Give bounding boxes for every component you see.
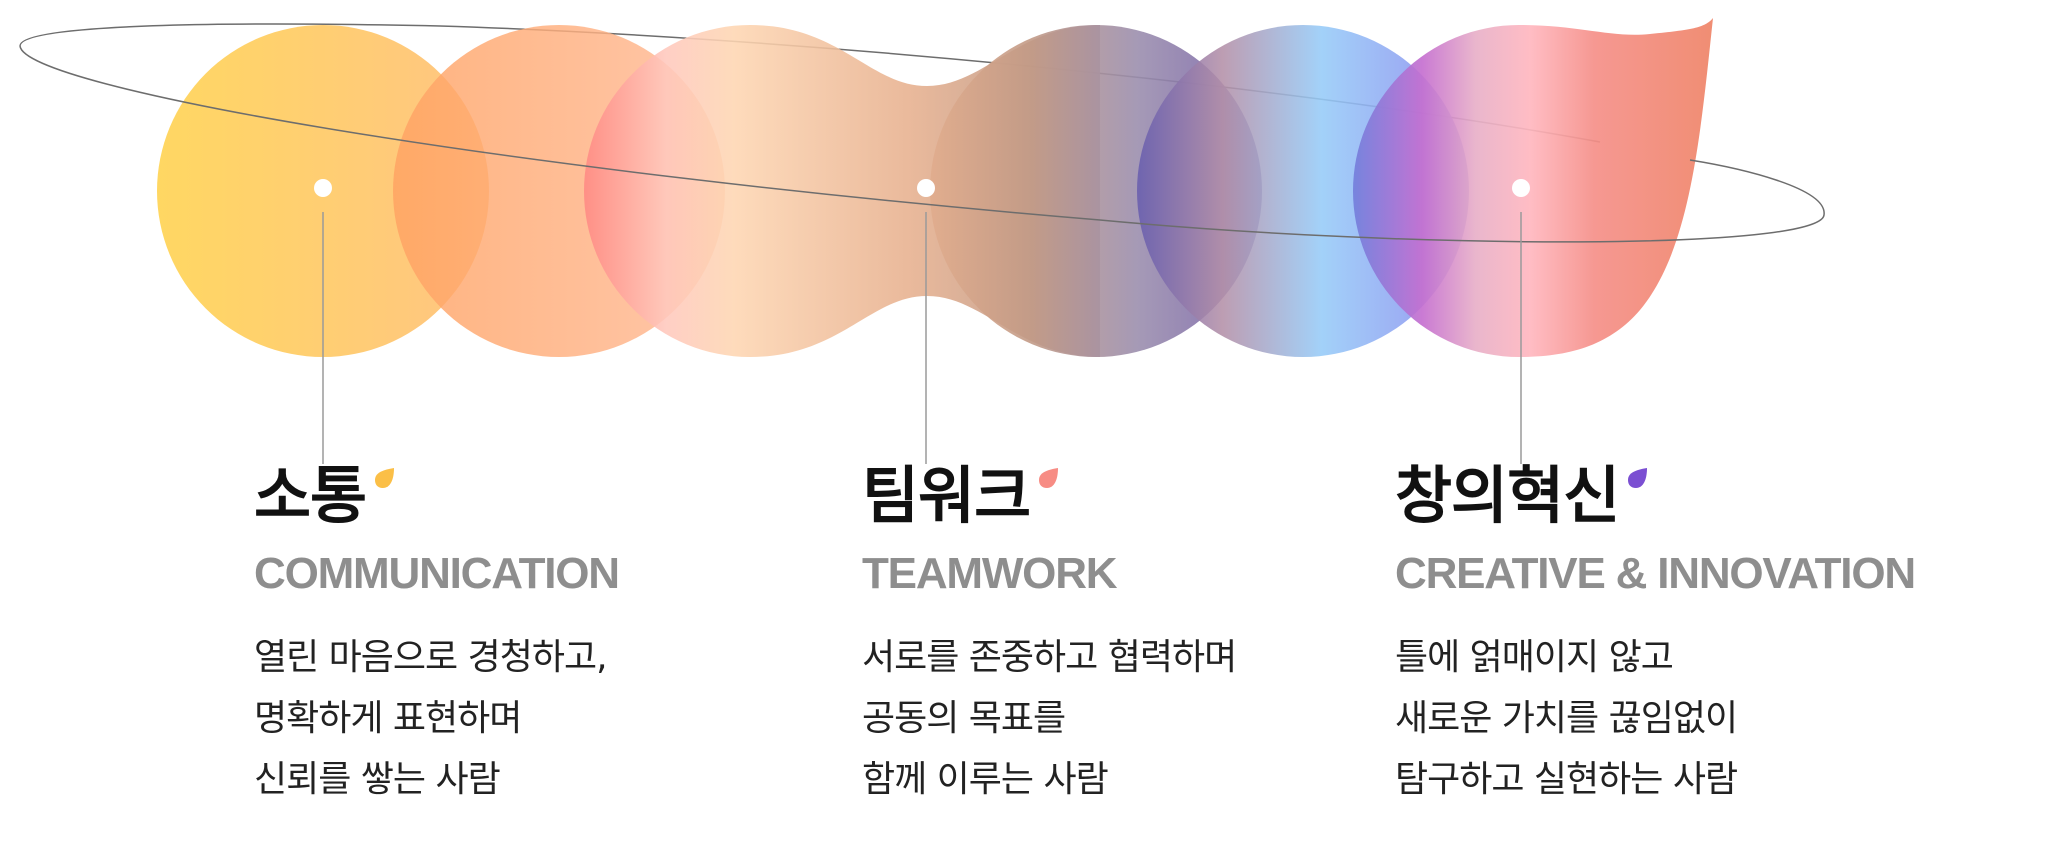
value-description: 서로를 존중하고 협력하며 공동의 목표를 함께 이루는 사람 <box>862 627 1237 810</box>
description-line: 틀에 얽매이지 않고 <box>1395 636 1674 678</box>
value-title: 팀워크 <box>862 459 1031 532</box>
description-line: 명확하게 표현하며 <box>254 697 522 739</box>
droplet-icon <box>1628 468 1648 488</box>
value-teamwork: 팀워크 TEAMWORK 서로를 존중하고 협력하며 공동의 목표를 함께 이루… <box>862 459 1237 810</box>
description-line: 열린 마음으로 경청하고, <box>254 636 608 678</box>
value-description: 틀에 얽매이지 않고 새로운 가치를 끊임없이 탐구하고 실현하는 사람 <box>1395 627 1915 810</box>
dot-communication <box>314 179 332 197</box>
value-title: 소통 <box>254 459 367 532</box>
value-subtitle: COMMUNICATION <box>254 549 620 599</box>
droplet-icon <box>1039 468 1059 488</box>
flame-shape <box>1353 18 1713 357</box>
value-creative-innovation: 창의혁신 CREATIVE & INNOVATION 틀에 얽매이지 않고 새로… <box>1395 459 1916 810</box>
value-subtitle: TEAMWORK <box>862 549 1118 599</box>
description-line: 신뢰를 쌓는 사람 <box>254 758 501 800</box>
droplet-icon <box>375 468 395 488</box>
description-line: 새로운 가치를 끊임없이 <box>1395 697 1738 739</box>
description-line: 서로를 존중하고 협력하며 <box>862 636 1237 678</box>
description-line: 공동의 목표를 <box>862 697 1066 739</box>
value-communication: 소통 COMMUNICATION 열린 마음으로 경청하고, 명확하게 표현하며… <box>254 459 620 810</box>
value-description: 열린 마음으로 경청하고, 명확하게 표현하며 신뢰를 쌓는 사람 <box>254 627 619 810</box>
description-line: 함께 이루는 사람 <box>862 758 1109 800</box>
dot-creative <box>1512 179 1530 197</box>
description-line: 탐구하고 실현하는 사람 <box>1395 758 1738 800</box>
orbit-ring-front <box>19 45 1825 243</box>
value-subtitle: CREATIVE & INNOVATION <box>1395 549 1916 599</box>
dot-teamwork <box>917 179 935 197</box>
value-title: 창의혁신 <box>1395 459 1620 532</box>
